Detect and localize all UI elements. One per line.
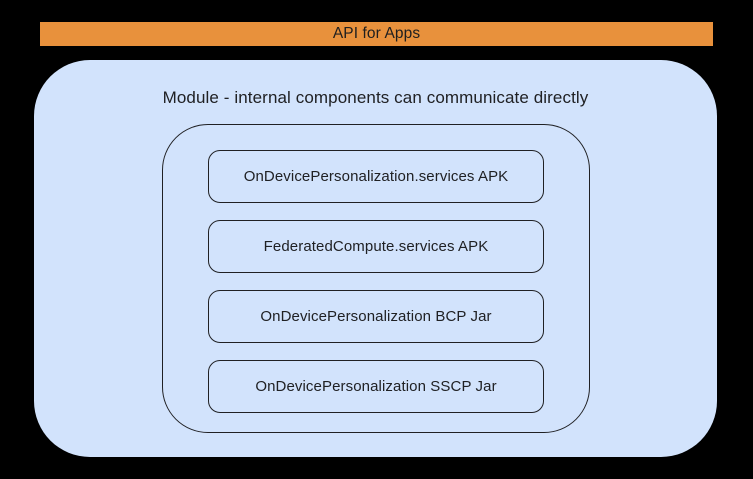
components-group: OnDevicePersonalization.services APK Fed… [162, 124, 590, 433]
component-label: FederatedCompute.services APK [263, 238, 489, 255]
module-container: Module - internal components can communi… [34, 60, 717, 457]
component-label: OnDevicePersonalization SSCP Jar [255, 378, 497, 395]
component-box-ondevicepersonalization-sscp-jar: OnDevicePersonalization SSCP Jar [208, 360, 544, 413]
component-box-ondevicepersonalization-services-apk: OnDevicePersonalization.services APK [208, 150, 544, 203]
api-for-apps-banner: API for Apps [40, 22, 713, 46]
component-label: OnDevicePersonalization BCP Jar [260, 308, 492, 325]
component-label: OnDevicePersonalization.services APK [243, 168, 509, 185]
component-box-ondevicepersonalization-bcp-jar: OnDevicePersonalization BCP Jar [208, 290, 544, 343]
module-title: Module - internal components can communi… [162, 88, 589, 107]
component-box-federatedcompute-services-apk: FederatedCompute.services APK [208, 220, 544, 273]
